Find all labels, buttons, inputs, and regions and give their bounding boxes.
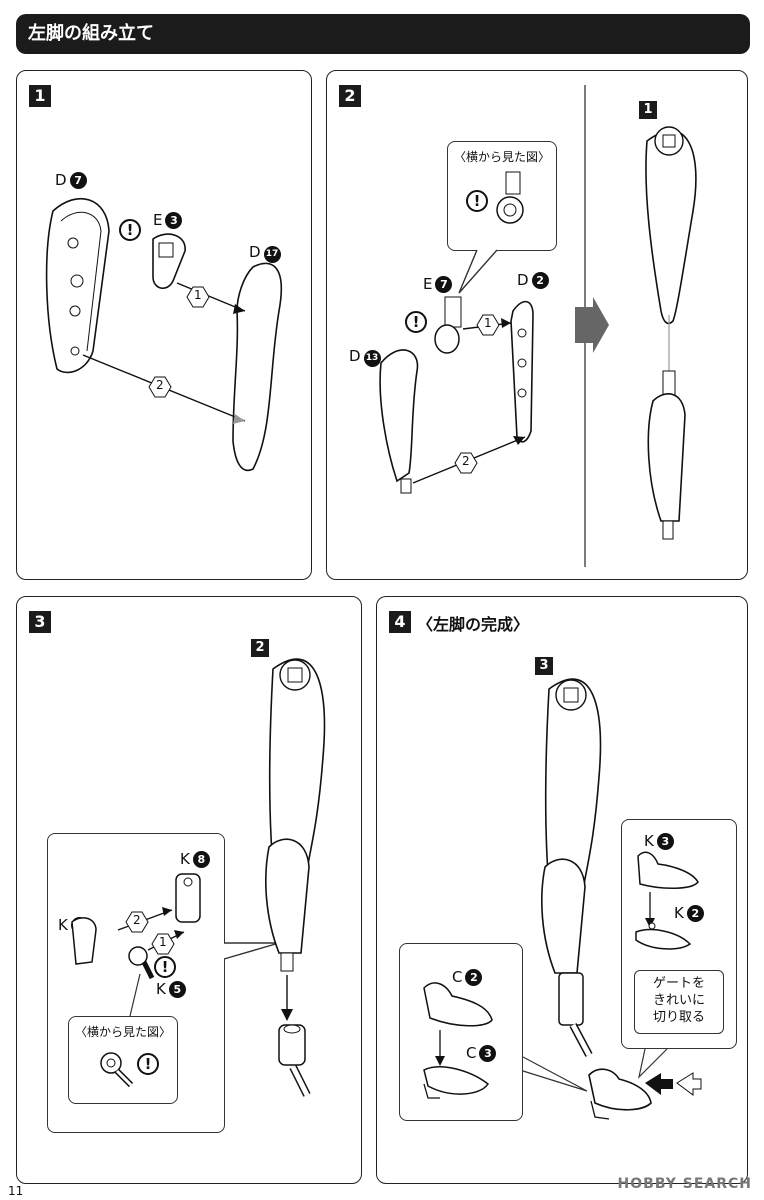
- arrow-order-1: 1: [159, 935, 167, 949]
- side-view-part: [496, 171, 524, 224]
- step2-number: 2: [339, 85, 361, 107]
- arrow-order-1: 1: [484, 316, 492, 330]
- caution-icon: !: [119, 219, 141, 241]
- arrow-order-2: 2: [156, 378, 164, 392]
- side-view-callout: 〈横から見た図〉 !: [447, 141, 557, 251]
- step1-number: 1: [29, 85, 51, 107]
- substep-reference: 3: [535, 657, 553, 675]
- arrow-order-1: 1: [194, 288, 202, 302]
- k-parts-illustration: [635, 851, 699, 950]
- step1-illustration: [45, 197, 283, 472]
- caution-icon: !: [405, 311, 427, 333]
- callout-title: 〈横から見た図〉: [454, 150, 551, 164]
- callout-title: 〈横から見た図〉: [75, 1025, 172, 1039]
- side-view-part: [100, 1052, 134, 1088]
- step4-illustration: [522, 678, 702, 1120]
- substep-reference: 1: [639, 101, 657, 119]
- step3-number: 3: [29, 611, 51, 633]
- page-number: 11: [8, 1184, 24, 1198]
- arrow-order-2: 2: [133, 913, 141, 927]
- caution-icon: !: [154, 956, 176, 978]
- gate-removal-note: ゲートを きれいに 切り取る: [634, 970, 724, 1034]
- step4-title: 〈左脚の完成〉: [417, 615, 530, 634]
- section-title: 左脚の組み立て: [28, 23, 154, 44]
- section-header: 左脚の組み立て: [16, 14, 750, 54]
- step3-illustration: [223, 658, 326, 1097]
- parts-callout: K8 K6 K5 ! 〈横から見た図〉 !: [47, 833, 225, 1133]
- arrow-order-2: 2: [462, 454, 470, 468]
- c-parts-illustration: [423, 982, 493, 1099]
- callout-parts-illustration: [71, 873, 201, 1017]
- step4-number: 4: [389, 611, 411, 633]
- step3-panel: 3 2 K8 K6 K5 ! 〈横から見た図〉 !: [16, 596, 362, 1184]
- caution-icon: !: [466, 190, 488, 212]
- caution-icon: !: [137, 1053, 159, 1075]
- side-view-callout: 〈横から見た図〉 !: [68, 1016, 178, 1104]
- substep-reference: 2: [251, 639, 269, 657]
- watermark: HOBBY SEARCH: [617, 1176, 752, 1192]
- step2-illustration: [379, 85, 697, 567]
